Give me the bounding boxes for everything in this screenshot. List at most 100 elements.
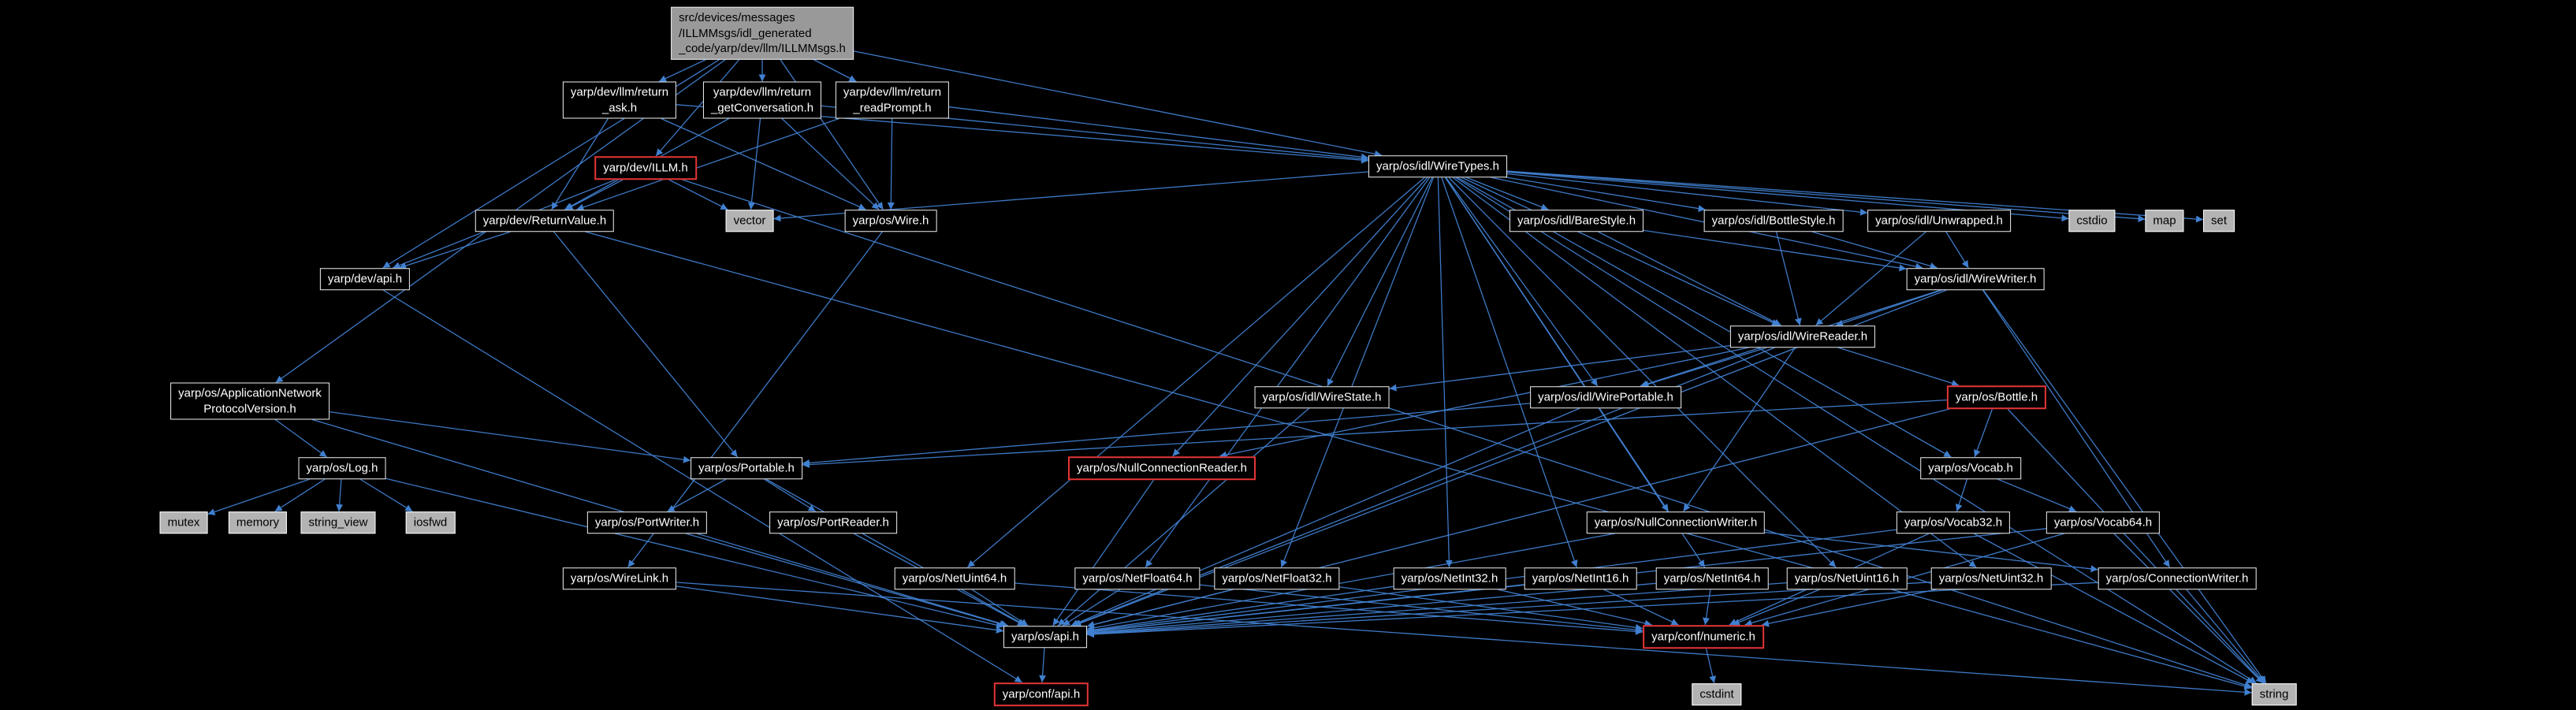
edge-NetFloat32-to-os_api: [1086, 589, 1234, 628]
edge-WireState-to-os_api: [1057, 407, 1310, 626]
edge-Portable-to-PortWriter: [667, 478, 727, 512]
node-conf_api[interactable]: yarp/conf/api.h: [993, 682, 1089, 706]
node-WireWriter[interactable]: yarp/os/idl/WireWriter.h: [1906, 268, 2045, 290]
edge-WireLink-to-string: [676, 582, 2252, 696]
edge-WireTypes-to-BareStyle: [1465, 177, 1549, 210]
edge-return_ask-to-Wire: [661, 117, 866, 210]
edge-NetFloat32-to-numeric: [1339, 586, 1644, 631]
node-ILLM[interactable]: yarp/dev/ILLM.h: [594, 156, 697, 180]
edge-WireTypes-to-NullConnectionReader: [1172, 177, 1428, 457]
edge-WireReader-to-WireState: [1389, 344, 1731, 392]
node-memory: memory: [228, 511, 288, 533]
edge-Vocab64-to-string: [2113, 533, 2264, 684]
node-Portable[interactable]: yarp/os/Portable.h: [691, 457, 802, 479]
edge-dev_api-to-conf_api: [382, 289, 1022, 683]
edge-ILLM-to-vector: [668, 179, 728, 210]
edge-WireTypes-to-NetInt32: [1437, 177, 1453, 568]
edge-WireTypes-to-Unwrapped: [1506, 173, 1868, 216]
edge-ConnectionWriter-to-os_api: [1086, 582, 2098, 638]
node-NullConnectionWriter[interactable]: yarp/os/NullConnectionWriter.h: [1586, 511, 1766, 533]
edge-WirePortable-to-Portable: [802, 403, 1531, 467]
edge-NetFloat64-to-os_api: [1062, 589, 1121, 626]
edge-Portable-to-os_api: [765, 478, 1026, 626]
edge-NullConnectionWriter-to-os_api: [1086, 533, 1615, 632]
edge-NetUint32-to-os_api: [1086, 582, 1931, 638]
edge-Bottle-to-string: [2007, 408, 2265, 684]
edge-NetUint64-to-os_api: [971, 589, 1029, 626]
edge-root-to-WireTypes: [853, 50, 1383, 158]
edge-WireTypes-to-NetUint16: [1448, 177, 1837, 568]
node-Vocab[interactable]: yarp/os/Vocab.h: [1920, 457, 2021, 479]
edge-ReturnValue-to-dev_api: [398, 231, 512, 270]
edge-Log-to-iosfwd: [359, 478, 413, 512]
edge-NetInt32-to-os_api: [1086, 585, 1394, 634]
edge-return_getConversation-to-vector: [747, 118, 761, 210]
node-NullConnectionReader[interactable]: yarp/os/NullConnectionReader.h: [1068, 456, 1256, 480]
node-vector: vector: [725, 210, 774, 232]
node-NetUint64[interactable]: yarp/os/NetUint64.h: [894, 567, 1015, 589]
edge-NetUint32-to-numeric: [1761, 589, 1938, 627]
edge-WireTypes-to-NetFloat64: [1145, 177, 1431, 568]
node-ConnectionWriter[interactable]: yarp/os/ConnectionWriter.h: [2098, 567, 2257, 589]
edge-NullConnectionWriter-to-ConnectionWriter: [1764, 531, 2098, 573]
node-NetInt64[interactable]: yarp/os/NetInt64.h: [1655, 567, 1769, 589]
node-Bottle[interactable]: yarp/os/Bottle.h: [1946, 385, 2047, 409]
edge-return_readPrompt-to-WireTypes: [948, 106, 1369, 161]
node-return_readPrompt[interactable]: yarp/dev/llm/return _readPrompt.h: [835, 81, 950, 119]
edge-Log-to-os_api: [385, 478, 1004, 629]
node-cstdio: cstdio: [2068, 210, 2116, 232]
edge-Bottle-to-Portable: [802, 399, 1948, 468]
edge-WireReader-to-NullConnectionReader: [1219, 347, 1749, 459]
node-WireState[interactable]: yarp/os/idl/WireState.h: [1254, 386, 1390, 408]
node-ReturnValue[interactable]: yarp/dev/ReturnValue.h: [475, 210, 615, 232]
edge-ConnectionWriter-to-string: [2186, 589, 2265, 684]
node-BottleStyle[interactable]: yarp/os/idl/BottleStyle.h: [1703, 210, 1844, 232]
edge-return_getConversation-to-Wire: [781, 118, 880, 210]
edge-WireTypes-to-map: [1506, 170, 2146, 223]
edge-BareStyle-to-WireWriter: [1643, 229, 1907, 272]
edge-NetFloat64-to-numeric: [1200, 584, 1644, 634]
edge-Log-to-mutex: [207, 478, 311, 515]
node-PortReader[interactable]: yarp/os/PortReader.h: [769, 511, 897, 533]
node-NetFloat64[interactable]: yarp/os/NetFloat64.h: [1074, 567, 1201, 589]
node-mutex: mutex: [159, 511, 208, 533]
node-WirePortable[interactable]: yarp/os/idl/WirePortable.h: [1530, 386, 1681, 408]
node-Unwrapped[interactable]: yarp/os/idl/Unwrapped.h: [1867, 210, 2011, 232]
edge-ReturnValue-to-Portable: [553, 231, 739, 458]
node-WireLink[interactable]: yarp/os/WireLink.h: [562, 567, 677, 589]
node-Log[interactable]: yarp/os/Log.h: [298, 457, 386, 479]
node-root: src/devices/messages /ILLMMsgs/idl_gener…: [671, 6, 854, 60]
node-dev_api[interactable]: yarp/dev/api.h: [319, 268, 411, 290]
node-NetInt32[interactable]: yarp/os/NetInt32.h: [1393, 567, 1506, 589]
node-map: map: [2145, 210, 2184, 232]
node-NetFloat32[interactable]: yarp/os/NetFloat32.h: [1214, 567, 1340, 589]
node-WireTypes[interactable]: yarp/os/idl/WireTypes.h: [1368, 155, 1507, 177]
edge-WireTypes-to-NetUint32: [1452, 177, 1977, 568]
node-return_ask[interactable]: yarp/dev/llm/return _ask.h: [562, 81, 677, 119]
edge-NetInt16-to-os_api: [1086, 584, 1524, 635]
edge-os_api-to-conf_api: [1039, 647, 1047, 683]
node-return_getConversation[interactable]: yarp/dev/llm/return _getConversation.h: [702, 81, 822, 119]
node-set: set: [2202, 210, 2235, 232]
node-WireReader[interactable]: yarp/os/idl/WireReader.h: [1729, 325, 1876, 348]
node-Wire[interactable]: yarp/os/Wire.h: [844, 210, 937, 232]
node-os_api[interactable]: yarp/os/api.h: [1003, 626, 1087, 648]
edge-BareStyle-to-WireReader: [1598, 231, 1781, 326]
node-BareStyle[interactable]: yarp/os/idl/BareStyle.h: [1509, 210, 1644, 232]
edge-WireTypes-to-NetInt64: [1444, 177, 1706, 568]
node-NetUint32[interactable]: yarp/os/NetUint32.h: [1930, 567, 2052, 589]
node-numeric[interactable]: yarp/conf/numeric.h: [1643, 625, 1764, 649]
edge-Vocab32-to-string: [1973, 533, 2254, 684]
edge-WireTypes-to-WireState: [1327, 177, 1433, 387]
edge-NetUint16-to-os_api: [1086, 582, 1787, 637]
node-NetUint16[interactable]: yarp/os/NetUint16.h: [1786, 567, 1908, 589]
node-Vocab64[interactable]: yarp/os/Vocab64.h: [2046, 511, 2161, 533]
node-NetInt16[interactable]: yarp/os/NetInt16.h: [1524, 567, 1637, 589]
edge-Log-to-string_view: [336, 478, 344, 512]
node-PortWriter[interactable]: yarp/os/PortWriter.h: [586, 511, 708, 533]
node-Vocab32[interactable]: yarp/os/Vocab32.h: [1896, 511, 2011, 533]
edge-WireTypes-to-NetInt16: [1441, 177, 1578, 568]
node-ANPV[interactable]: yarp/os/ApplicationNetwork ProtocolVersi…: [170, 382, 329, 420]
